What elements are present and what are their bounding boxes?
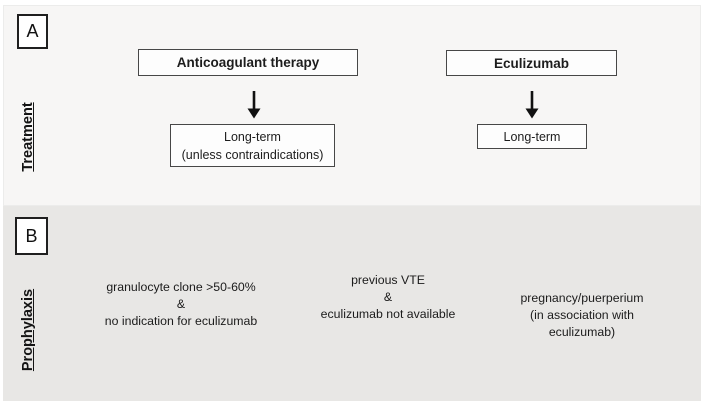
panel-a-letter: A bbox=[26, 21, 39, 41]
indication-line: pregnancy/puerperium bbox=[520, 291, 644, 305]
eculizumab-box: Eculizumab bbox=[446, 50, 617, 76]
eculizumab-duration-line1: Long-term bbox=[503, 129, 561, 144]
panel-b-label: B bbox=[15, 217, 48, 255]
indication-line: granulocyte clone >50-60% bbox=[106, 280, 256, 294]
anticoagulant-duration-line2: (unless contraindications) bbox=[181, 147, 324, 162]
prophylaxis-indication-pregnancy: pregnancy/puerperium (in association wit… bbox=[470, 290, 694, 341]
treatment-axis-label: Treatment bbox=[20, 102, 36, 172]
indication-line: previous VTE bbox=[351, 273, 425, 287]
eculizumab-title: Eculizumab bbox=[493, 55, 569, 71]
indication-line: & bbox=[176, 297, 186, 311]
indication-line: (in association with bbox=[530, 308, 634, 322]
down-arrow-icon bbox=[525, 91, 539, 119]
indication-line: eculizumab not available bbox=[320, 307, 456, 321]
prophylaxis-indication-granulocyte: granulocyte clone >50-60% & no indicatio… bbox=[69, 279, 293, 330]
treatment-panel bbox=[3, 5, 701, 206]
indication-line: no indication for eculizumab bbox=[104, 314, 258, 328]
eculizumab-duration-box: Long-term bbox=[477, 124, 587, 149]
prophylaxis-panel bbox=[3, 206, 701, 401]
anticoagulant-therapy-title: Anticoagulant therapy bbox=[176, 55, 320, 70]
indication-line: & bbox=[383, 290, 393, 304]
panel-a-label: A bbox=[17, 14, 48, 49]
prophylaxis-axis-label: Prophylaxis bbox=[20, 288, 36, 372]
anticoagulant-duration-line1: Long-term bbox=[224, 129, 281, 144]
anticoagulant-duration-box: Long-term (unless contraindications) bbox=[170, 124, 335, 167]
anticoagulant-therapy-box: Anticoagulant therapy bbox=[138, 49, 358, 76]
panel-b-letter: B bbox=[25, 225, 38, 246]
down-arrow-icon bbox=[247, 91, 261, 119]
indication-line: eculizumab) bbox=[548, 325, 616, 339]
prophylaxis-indication-previous-vte: previous VTE & eculizumab not available bbox=[276, 272, 500, 323]
